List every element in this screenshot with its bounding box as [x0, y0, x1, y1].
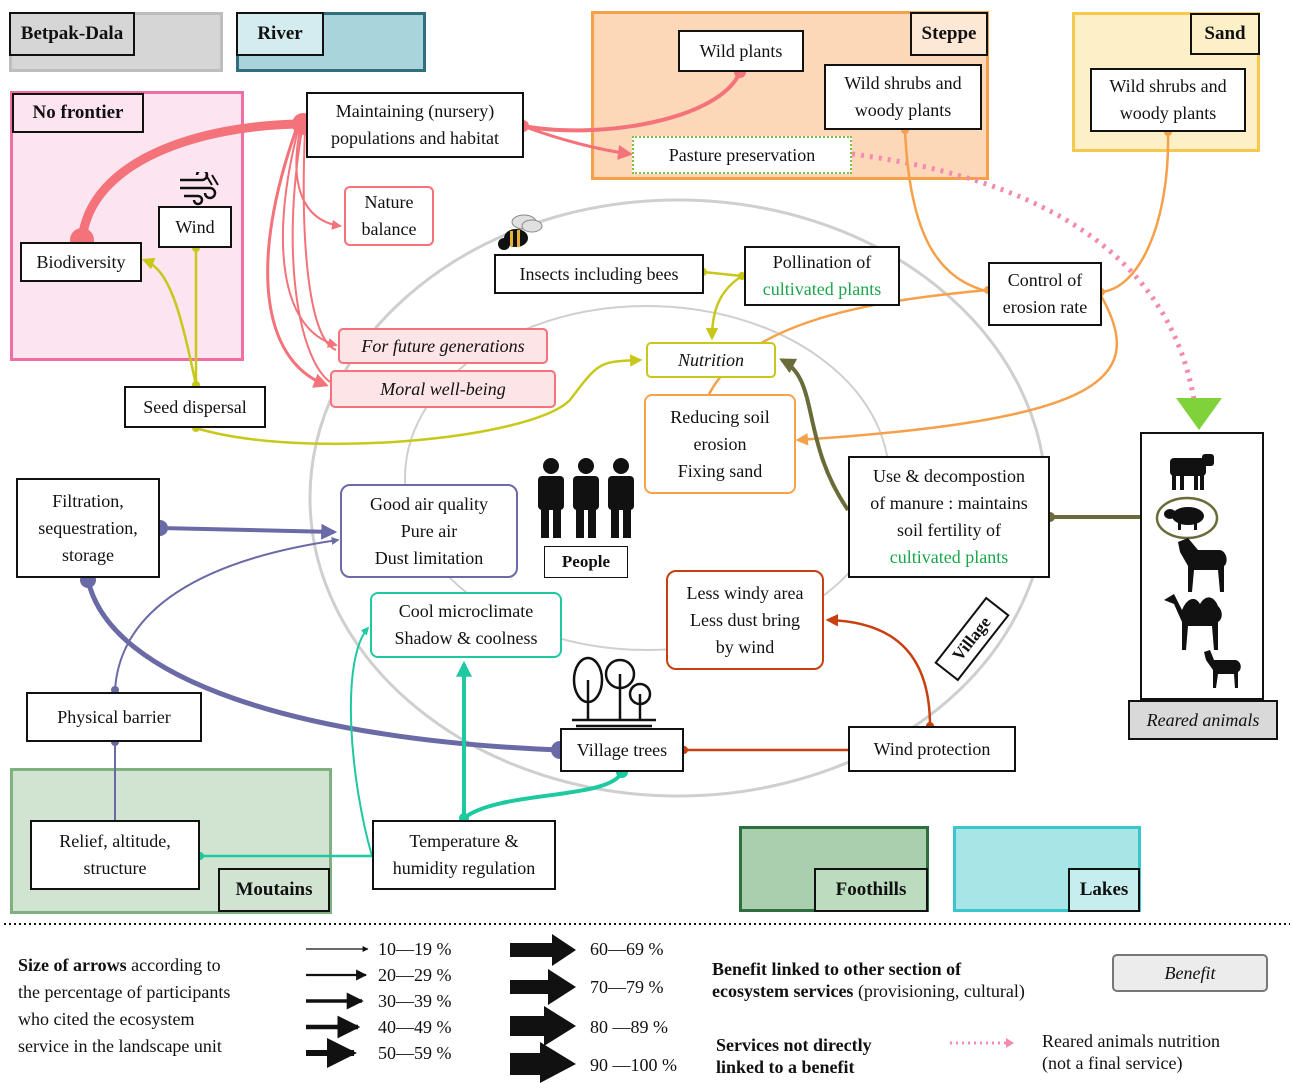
link-pollination-nutrition: [705, 274, 743, 341]
legend-range-5: 50—59 %: [378, 1043, 452, 1063]
link-trees-temp: [462, 770, 624, 820]
link-seed-nutrition: [195, 354, 643, 446]
link-barrier-air: [114, 536, 340, 691]
node-physical-barrier: Physical barrier: [26, 692, 202, 742]
link-filtration-trees: [85, 579, 561, 753]
node-manure: Use & decompostion of manure : maintains…: [848, 456, 1050, 578]
node-steppe-shrubs: Wild shrubs and woody plants: [824, 64, 982, 130]
link-filtration-air: [159, 523, 338, 540]
legend-range-9: 90 —100 %: [590, 1055, 677, 1075]
legend-range-8: 80 —89 %: [590, 1017, 668, 1037]
link-steppe-shrubs: [903, 129, 991, 294]
node-less-windy: Less windy area Less dust bring by wind: [666, 570, 824, 670]
node-future-generations: For future generations: [338, 328, 548, 364]
link-biodiversity: [77, 119, 303, 241]
link-pasture-reared: [851, 151, 1197, 401]
legend-arrows: [306, 934, 576, 1083]
node-seed-dispersal: Seed dispersal: [124, 386, 266, 428]
legend-range-4: 40—49 %: [378, 1017, 452, 1037]
sheep-icon: [1155, 496, 1219, 540]
label-sand: Sand: [1190, 13, 1260, 55]
node-pasture: Pasture preservation: [632, 136, 852, 174]
node-biodiversity: Biodiversity: [20, 242, 142, 282]
people-icon: [538, 458, 634, 538]
link-moral-2: [291, 129, 331, 383]
label-river: River: [236, 12, 324, 56]
camel-icon: [1164, 594, 1222, 650]
zone-river: [236, 12, 426, 72]
legend-range-1: 10—19 %: [378, 939, 452, 959]
label-foothills: Foothills: [814, 868, 928, 912]
legend-not-linked: Services not directly linked to a benefi…: [716, 1035, 872, 1077]
link-control-reducing-1: [698, 288, 989, 421]
node-village-trees: Village trees: [560, 728, 684, 772]
link-nature: [295, 129, 342, 230]
node-maintaining: Maintaining (nursery) populations and ha…: [306, 92, 524, 158]
node-nature-balance: Nature balance: [344, 186, 434, 246]
node-wild-plants: Wild plants: [678, 30, 804, 72]
reared-arrow-head: [1176, 398, 1222, 430]
node-reducing-erosion: Reducing soil erosion Fixing sand: [644, 394, 796, 494]
node-temperature: Temperature & humidity regulation: [372, 820, 556, 890]
link-temp-cool-left: [349, 626, 373, 857]
node-wind: Wind: [158, 206, 232, 248]
legend-benefit-linked: Benefit linked to other section of ecosy…: [712, 959, 1025, 1001]
legend-benefit-box: Benefit: [1112, 954, 1268, 992]
trees-icon: [572, 656, 656, 728]
link-sand-shrubs: [1099, 131, 1170, 294]
legend-range-2: 20—29 %: [378, 965, 452, 985]
node-nutrition: Nutrition: [646, 342, 776, 378]
node-cool-microclimate: Cool microclimate Shadow & coolness: [370, 592, 562, 658]
wind-icon: [180, 172, 219, 206]
node-relief: Relief, altitude, structure: [30, 820, 200, 890]
link-windprot-windy: [825, 614, 932, 727]
label-people: People: [544, 546, 628, 578]
legend-reared-nutrition: Reared animals nutrition (not a final se…: [1042, 1031, 1220, 1073]
legend-range-7: 70—79 %: [590, 977, 664, 997]
label-moutains: Moutains: [218, 868, 330, 912]
node-sand-shrubs: Wild shrubs and woody plants: [1090, 68, 1246, 132]
label-betpak-dala: Betpak-Dala: [9, 12, 135, 56]
node-pollination: Pollination of cultivated plants: [744, 246, 900, 306]
link-moral-1: [266, 129, 329, 388]
node-insects: Insects including bees: [494, 254, 704, 294]
label-lakes: Lakes: [1068, 868, 1140, 912]
bee-icon: [498, 214, 543, 250]
link-pasture: [522, 124, 633, 160]
cow-icon: [1170, 454, 1214, 490]
horse-icon: [1178, 538, 1227, 592]
label-steppe: Steppe: [910, 12, 988, 56]
link-manure-nutrition: [779, 358, 850, 512]
link-insects-pollination: [702, 270, 743, 278]
link-control-reducing-2: [795, 293, 1119, 446]
goat-icon: [1204, 650, 1241, 688]
node-control-erosion: Control of erosion rate: [988, 262, 1102, 326]
node-reared-animals: Reared animals: [1128, 700, 1278, 740]
label-no-frontier: No frontier: [12, 93, 144, 133]
legend-size-text: Size of arrows according to the percenta…: [18, 955, 231, 1056]
link-future: [281, 129, 338, 348]
link-moral-3: [302, 129, 337, 351]
node-filtration: Filtration, sequestration, storage: [16, 478, 160, 578]
legend-range-6: 60—69 %: [590, 939, 664, 959]
node-wind-protection: Wind protection: [848, 726, 1016, 772]
legend-range-3: 30—39 %: [378, 991, 452, 1011]
node-moral-wellbeing: Moral well-being: [330, 370, 556, 408]
link-seed-biodiversity: [141, 257, 198, 386]
node-air-quality: Good air quality Pure air Dust limitatio…: [340, 484, 518, 578]
link-wild-plants: [522, 71, 742, 133]
